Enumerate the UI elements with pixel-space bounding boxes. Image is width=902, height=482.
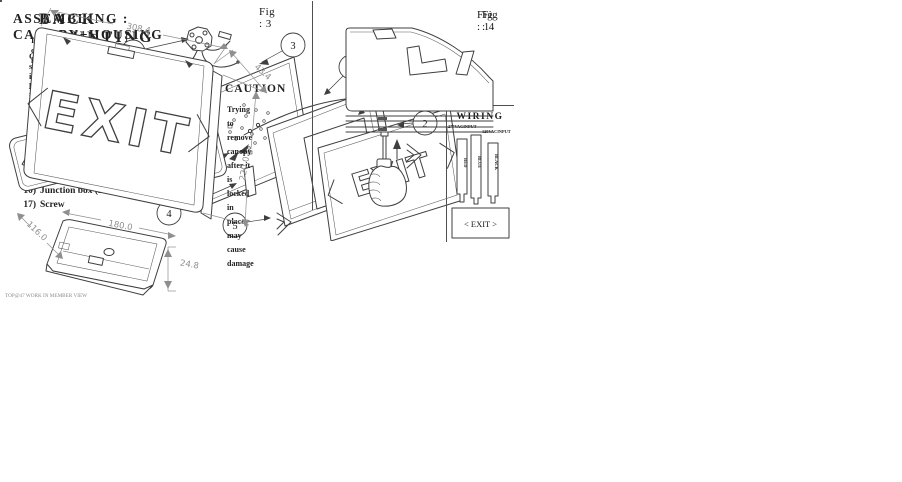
dim-canopy-length: 180.0: [62, 209, 176, 239]
junction-box-drawing: [185, 26, 232, 52]
fig4-label: Fig : 4: [482, 9, 499, 33]
dimensioned-drawing: EXIT 308.4 43: [5, 7, 273, 299]
svg-text:180.0: 180.0: [107, 219, 133, 233]
dim-canopy-depth: 116.0: [17, 213, 63, 259]
dim-canopy-height: 24.8: [164, 246, 200, 292]
caution-title: CAUTION: [225, 83, 287, 95]
fig1-label: Fig : 1: [477, 9, 494, 33]
wire-blue-label: BLUE: [477, 156, 482, 168]
dim-depth: 43.4: [214, 49, 273, 94]
panel-divider: [312, 1, 313, 210]
fig4-corner-detail: [345, 27, 494, 207]
wire-red-shape: [456, 138, 468, 203]
callout-5: 5: [222, 212, 248, 238]
wiring-title: WIRING: [456, 112, 503, 122]
footer-note: TOP@47 WORK IN MEMBER VIEW: [5, 293, 87, 299]
svg-text:4: 4: [166, 209, 172, 220]
svg-text:2: 2: [422, 119, 427, 130]
wire-black-shape: [487, 142, 499, 204]
fig3-label: Fig : 3: [259, 6, 276, 30]
part-item: 17)Screw: [23, 199, 65, 210]
svg-text:220.0: 220.0: [238, 156, 252, 182]
wire-black-label: BLACK: [494, 154, 499, 171]
wire-red-label: RED: [463, 158, 468, 168]
svg-text:3: 3: [290, 41, 295, 52]
hand-with-tool: [368, 131, 407, 207]
wiring-box: WIRING 277VACINPUT 120VACINPUT RED BLUE …: [446, 105, 514, 242]
wiring-output-box: [451, 207, 510, 239]
sign-body-drawing: EXIT: [23, 27, 223, 220]
canopy-tray-drawing: [45, 219, 167, 296]
caution-text: Trying to remove canopy after it is lock…: [227, 105, 254, 268]
top-clip-detail: [107, 43, 136, 60]
svg-text:116.0: 116.0: [24, 220, 49, 244]
svg-text:24.8: 24.8: [179, 258, 199, 271]
dim-width: 308.4: [40, 7, 228, 65]
directional-arrow-drawing: [276, 143, 422, 236]
dim-height: 220.0: [202, 91, 260, 227]
dimensioned-view-panel: EXIT 308.4 43: [0, 0, 273, 299]
svg-text:5: 5: [232, 221, 237, 232]
wiring-input-120: 120VACINPUT: [482, 129, 511, 134]
callout-3: 3: [280, 32, 306, 58]
wire-blue-shape: [470, 134, 482, 205]
wiring-output-label: < EXIT >: [464, 219, 497, 229]
svg-text:308.4: 308.4: [125, 22, 151, 37]
